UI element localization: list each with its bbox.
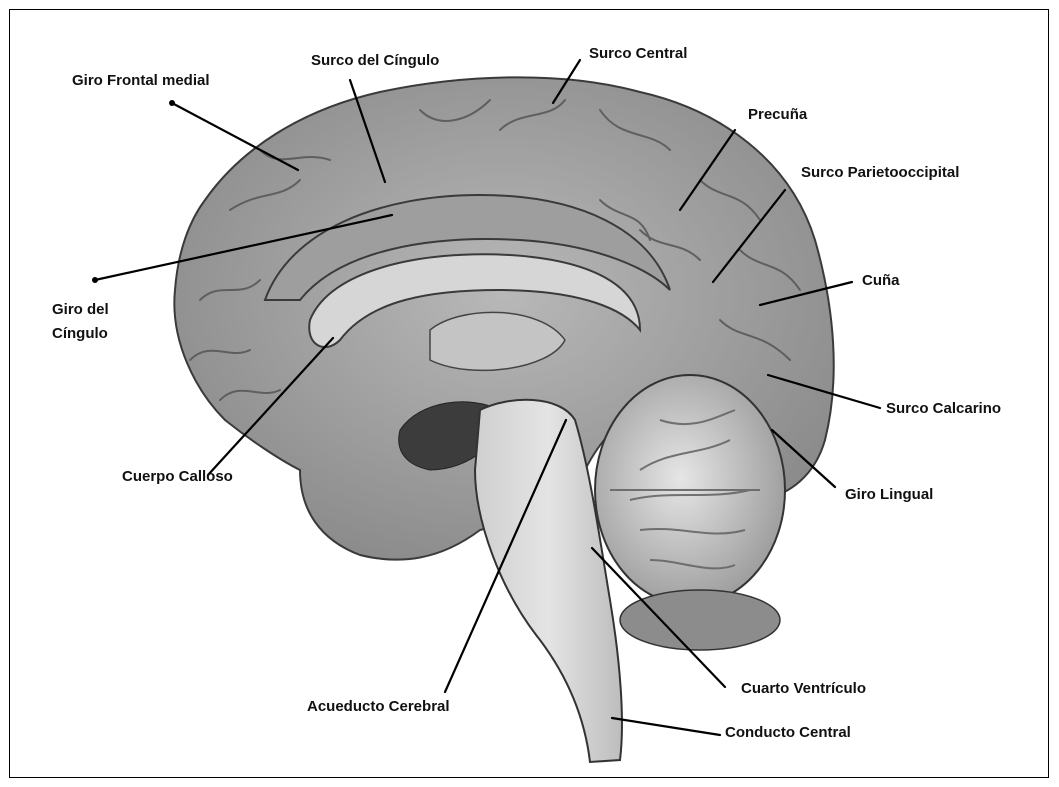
label-cuna: Cuña [862,271,900,291]
label-giro-del-cingulo-2: Cíngulo [52,324,108,344]
label-giro-del-cingulo-1: Giro del [52,300,109,320]
cerebellum-lower [620,590,780,650]
label-acueducto-cerebral: Acueducto Cerebral [307,697,450,717]
label-surco-central: Surco Central [589,44,687,64]
label-surco-parietooccipital: Surco Parietooccipital [801,163,959,183]
leader-dots [92,100,175,283]
label-giro-frontal-medial: Giro Frontal medial [72,71,210,91]
label-cuarto-ventriculo: Cuarto Ventrículo [741,679,866,699]
label-surco-del-cingulo: Surco del Cíngulo [311,51,439,71]
label-surco-calcarino: Surco Calcarino [886,399,1001,419]
label-giro-lingual: Giro Lingual [845,485,933,505]
label-precuna: Precuña [748,105,807,125]
label-cuerpo-calloso: Cuerpo Calloso [122,467,233,487]
label-conducto-central: Conducto Central [725,723,851,743]
